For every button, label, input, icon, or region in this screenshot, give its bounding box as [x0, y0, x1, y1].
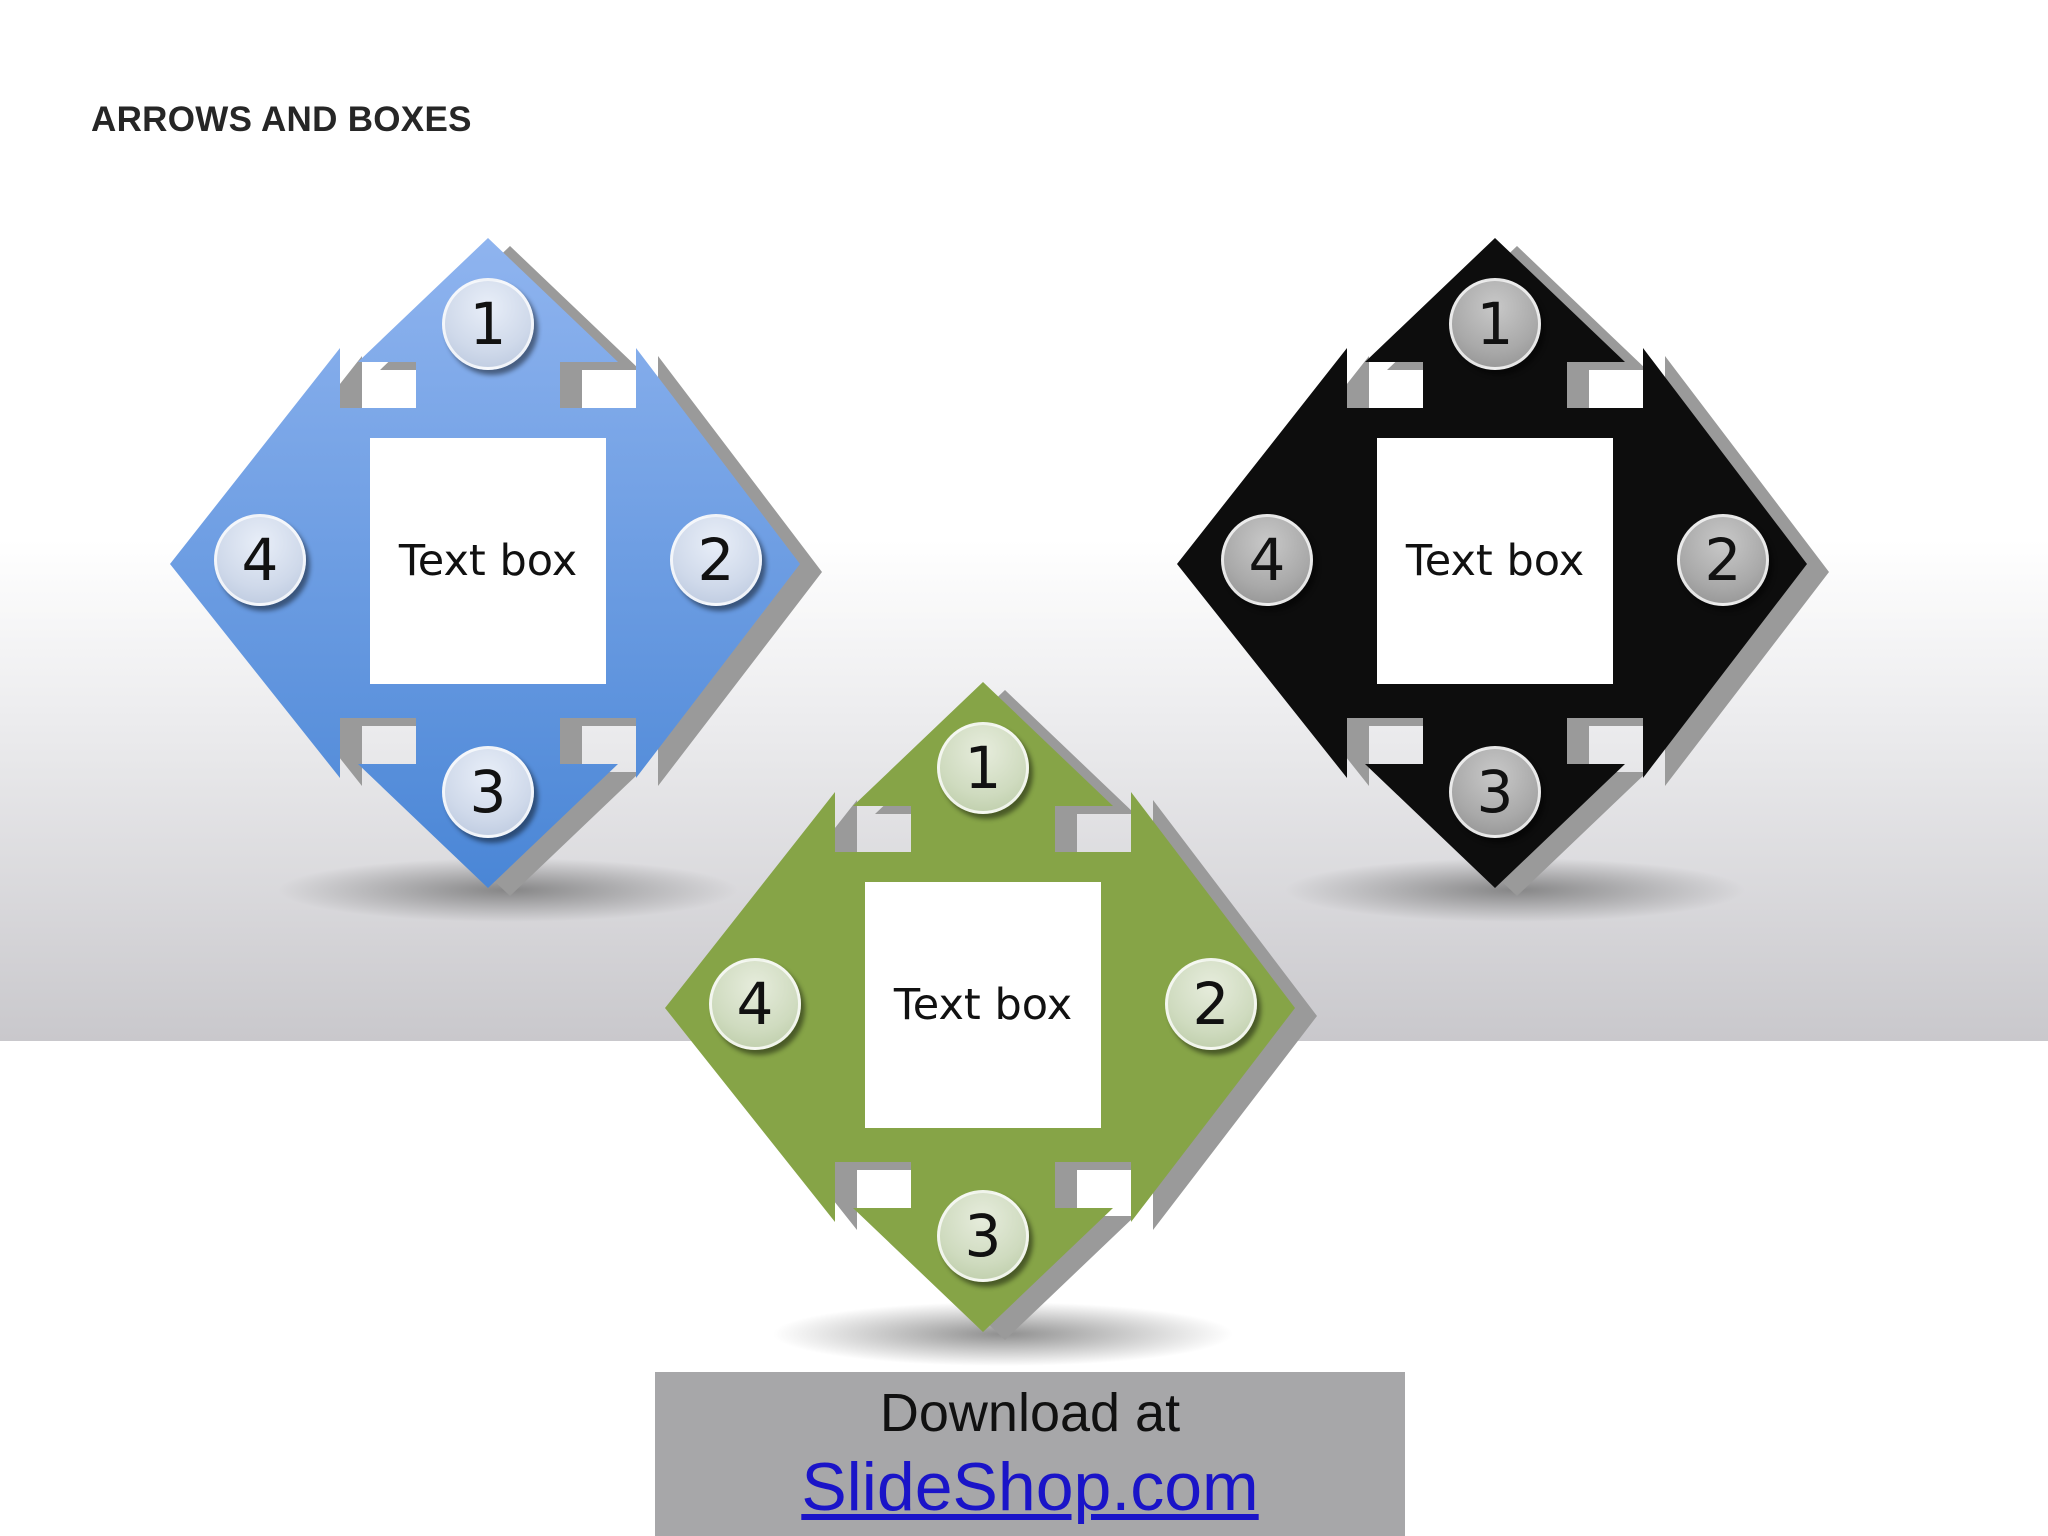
number-badge-down: 3 — [1449, 746, 1541, 838]
number-badge-up: 1 — [937, 722, 1029, 814]
download-banner: Download at SlideShop.com — [655, 1372, 1405, 1536]
text-box[interactable]: Text box — [370, 438, 606, 684]
number-badge-right: 2 — [1677, 514, 1769, 606]
number-badge-left: 4 — [709, 958, 801, 1050]
text-box[interactable]: Text box — [1377, 438, 1613, 684]
four-arrow-diagram-black: Text box 1 2 3 4 — [1177, 238, 1857, 938]
number-badge-up: 1 — [1449, 278, 1541, 370]
number-badge-left: 4 — [1221, 514, 1313, 606]
four-arrow-diagram-green: Text box 1 2 3 4 — [665, 682, 1345, 1382]
number-badge-right: 2 — [670, 514, 762, 606]
number-badge-right: 2 — [1165, 958, 1257, 1050]
slideshop-link[interactable]: SlideShop.com — [801, 1449, 1259, 1525]
number-badge-up: 1 — [442, 278, 534, 370]
four-arrow-diagram-blue: Text box 1 2 3 4 — [170, 238, 850, 938]
number-badge-left: 4 — [214, 514, 306, 606]
download-label: Download at — [879, 1383, 1181, 1443]
text-box[interactable]: Text box — [865, 882, 1101, 1128]
number-badge-down: 3 — [937, 1190, 1029, 1282]
number-badge-down: 3 — [442, 746, 534, 838]
slide-title: ARROWS AND BOXES — [91, 100, 472, 139]
